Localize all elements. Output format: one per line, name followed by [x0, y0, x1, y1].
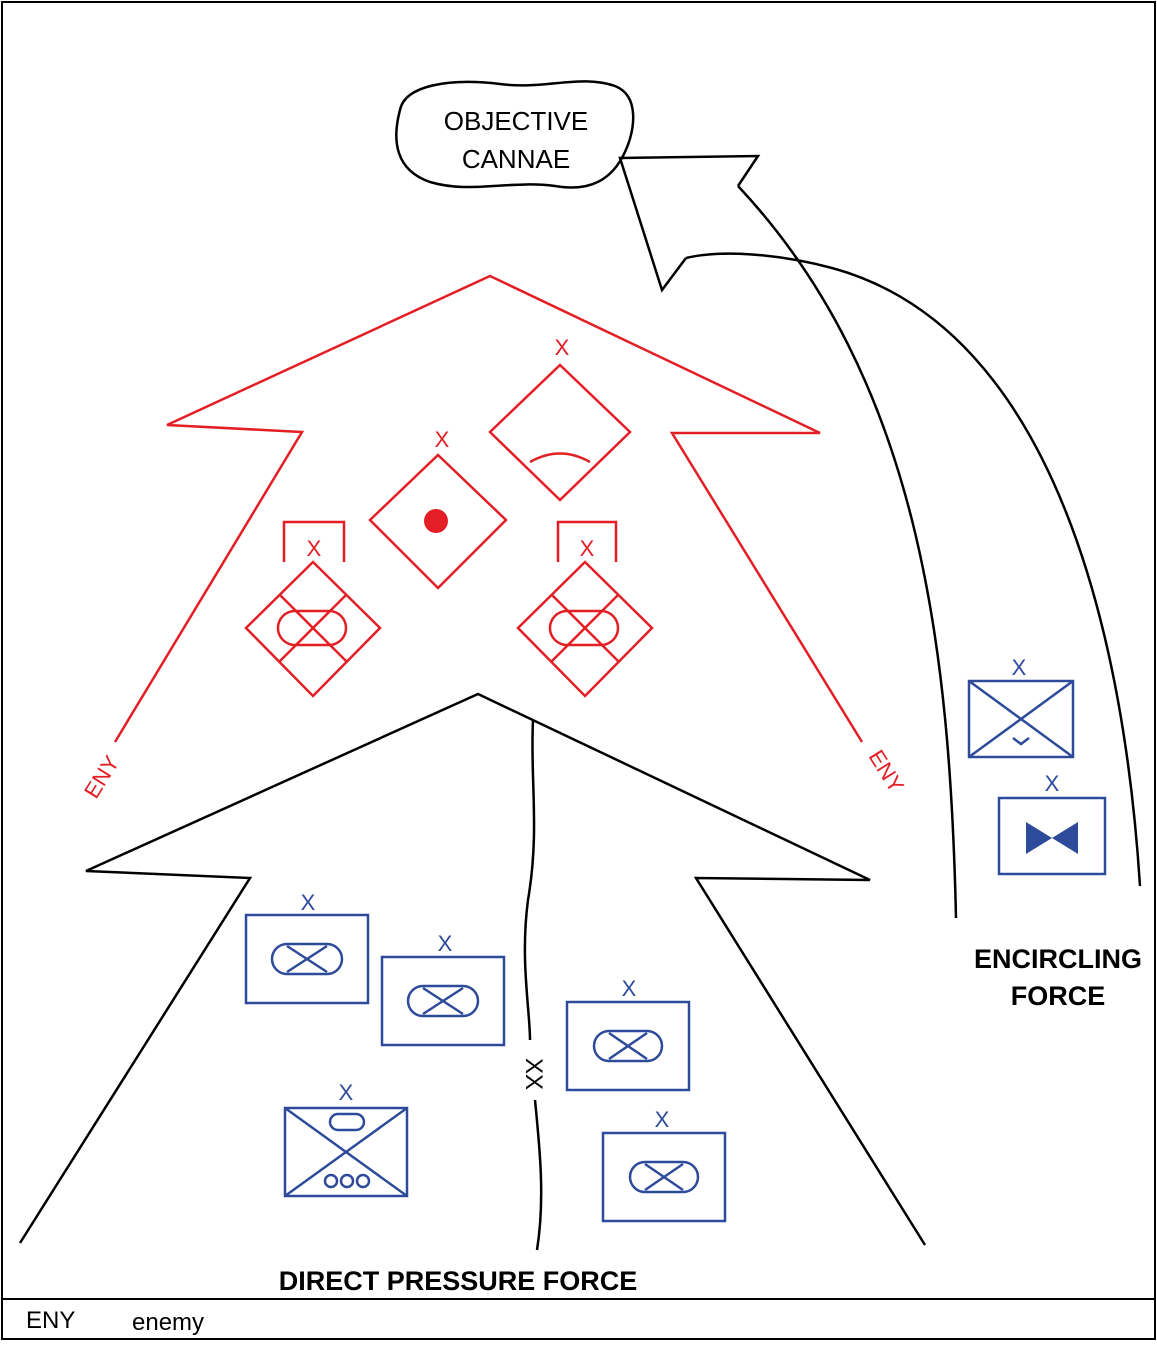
- friendly-unit-7: X: [997, 771, 1107, 876]
- bowtie-icon: [1026, 822, 1078, 854]
- encircling-force-label-line1: ENCIRCLING: [974, 944, 1142, 974]
- friendly-echelon-6: X: [1012, 655, 1027, 680]
- friendly-unit-3: X: [565, 976, 691, 1092]
- enemy-echelon-right: X: [580, 536, 595, 561]
- friendly-echelon-4: X: [655, 1107, 670, 1132]
- direct-pressure-force-label: DIRECT PRESSURE FORCE: [279, 1266, 638, 1296]
- encircling-arrow: [618, 154, 1142, 919]
- friendly-echelon-2: X: [438, 931, 453, 956]
- eny-label-right: ENY: [864, 745, 909, 797]
- objective-label-line1: OBJECTIVE: [444, 106, 588, 136]
- friendly-echelon-7: X: [1045, 771, 1060, 796]
- friendly-unit-1: X: [244, 890, 370, 1005]
- enemy-echelon-center: X: [435, 427, 450, 452]
- friendly-echelon-5: X: [339, 1080, 354, 1105]
- friendly-unit-6: X: [967, 655, 1075, 759]
- enemy-echelon-left: X: [307, 536, 322, 561]
- enemy-unit-dot-icon: [424, 509, 448, 533]
- enemy-unit-left: X: [244, 520, 382, 698]
- legend-definition: enemy: [132, 1309, 205, 1336]
- enemy-echelon-top: X: [555, 335, 570, 360]
- friendly-echelon-3: X: [622, 976, 637, 1001]
- friendly-unit-2: X: [380, 931, 506, 1047]
- encircling-force-label-line2: FORCE: [1011, 981, 1106, 1011]
- division-boundary-label: XX: [520, 1058, 547, 1090]
- enemy-unit-right: X: [516, 520, 654, 698]
- enemy-unit-top: X: [488, 335, 632, 502]
- eny-label-left: ENY: [79, 751, 124, 803]
- objective-label-line2: CANNAE: [462, 144, 570, 174]
- friendly-echelon-1: X: [301, 890, 316, 915]
- direct-pressure-arrow: [18, 692, 927, 1246]
- friendly-unit-5: X: [283, 1080, 409, 1198]
- legend-term: ENY: [26, 1307, 76, 1334]
- enemy-arrow: [113, 274, 864, 743]
- objective-outline: [395, 80, 635, 189]
- friendly-unit-4: X: [601, 1107, 727, 1223]
- enemy-unit-center: X: [368, 427, 508, 590]
- division-boundary-line: [523, 719, 536, 1041]
